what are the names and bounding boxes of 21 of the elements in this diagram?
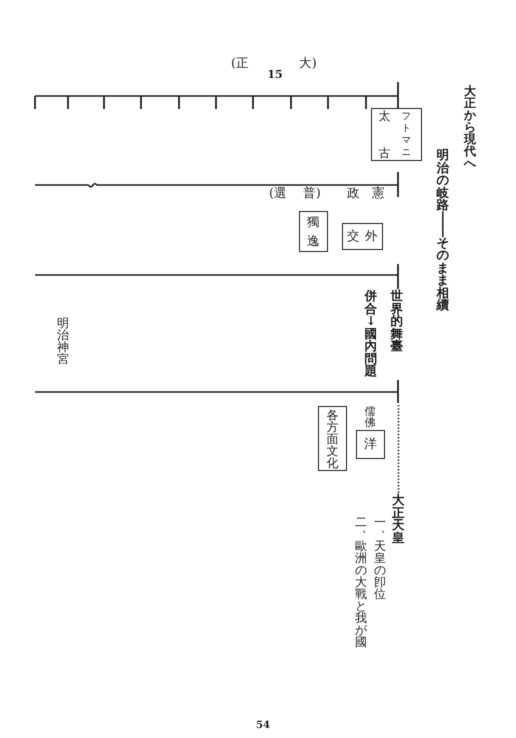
annotation: 世界的舞臺 [390,290,404,352]
dotted-leader [398,405,400,494]
term-heading: 儒佛 [364,406,376,428]
list-item: 二、歐洲の大戰と我が國 [355,516,367,648]
entry-label: 大正天皇 [392,494,405,544]
annotation: 明治神宮 [57,317,69,365]
era-heading: (正 大) [231,57,317,70]
year-number: 15 [267,69,283,80]
framed-term: 各方面文化 [318,406,347,471]
list-item: 一、天皇の卽位 [374,516,386,600]
term-box [371,108,422,161]
page-number: 54 [256,721,270,731]
annotation: 政憲 [347,187,397,200]
framed-term: 獨逸 [299,211,328,252]
framed-term: 交外 [342,223,383,250]
reading-gloss: フトマニ [402,112,412,158]
annotation: 併合↓國內問題 [364,290,378,378]
framed-term: 洋 [356,430,385,459]
page-title: 大正から現代へ [464,85,476,169]
boxed-term: 太古 [378,110,391,160]
annotation: (選 普) [269,187,321,200]
